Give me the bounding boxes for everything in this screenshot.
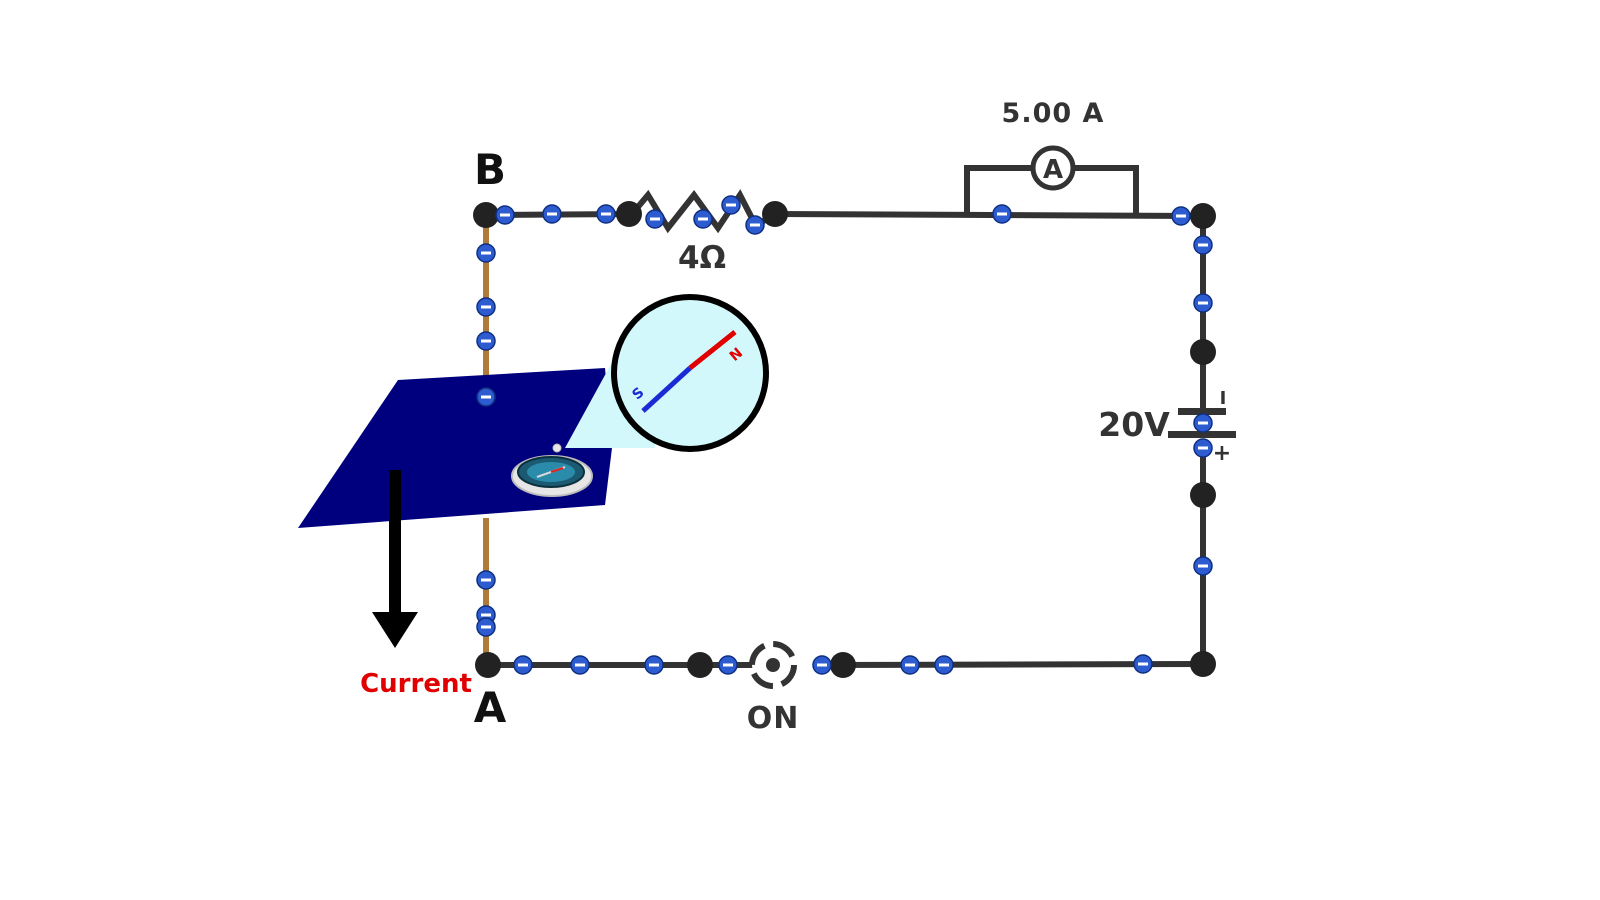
electron-icon [476,297,496,317]
electron-icon [476,570,496,590]
electron-icon [992,204,1012,224]
node-a-dot [475,652,501,678]
electron-icon [644,655,664,675]
resistance-label: 4Ω [678,240,726,276]
wire-top-right [771,211,1206,219]
electrons [476,195,1213,675]
needle-south [641,366,692,413]
current-label: Current [360,669,472,699]
electron-icon [900,655,920,675]
electron-icon [693,209,713,229]
electron-icon [1193,235,1213,255]
electron-icon [476,387,496,407]
electron-icon [596,204,616,224]
electron-icon [745,215,765,235]
electron-icon [812,655,832,675]
electron-icon [513,655,533,675]
electron-icon [570,655,590,675]
node-b-label: B [474,145,506,194]
switch[interactable] [749,641,797,689]
electron-icon [476,243,496,263]
electron-icon [1193,438,1213,458]
compass-icon [511,443,593,497]
node-a-label: A [474,683,507,732]
electron-icon [718,655,738,675]
voltage-label: 20V [1098,405,1170,444]
electron-icon [1193,293,1213,313]
electron-icon [476,617,496,637]
ammeter-symbol: A [1043,155,1063,185]
battery-plus-label: + [1213,441,1231,466]
electron-icon [934,655,954,675]
electron-icon [495,205,515,225]
ammeter-reading: 5.00 A [1002,98,1105,129]
switch-state-label: ON [747,701,800,736]
node-b-dot [473,202,499,228]
electron-icon [476,331,496,351]
ammeter[interactable]: A [1030,145,1076,191]
electron-icon [1193,556,1213,576]
magnified-compass: N S [611,294,769,452]
electron-icon [542,204,562,224]
current-arrow [372,470,418,648]
electron-icon [1133,654,1153,674]
electron-icon [721,195,741,215]
battery [1168,408,1236,438]
needle-north [688,330,737,370]
junction-nodes [473,201,1216,678]
cardboard-plane [298,368,612,528]
electron-icon [1193,413,1213,433]
electron-icon [1171,206,1191,226]
electron-icon [645,209,665,229]
battery-minus-label: I [1220,388,1227,409]
